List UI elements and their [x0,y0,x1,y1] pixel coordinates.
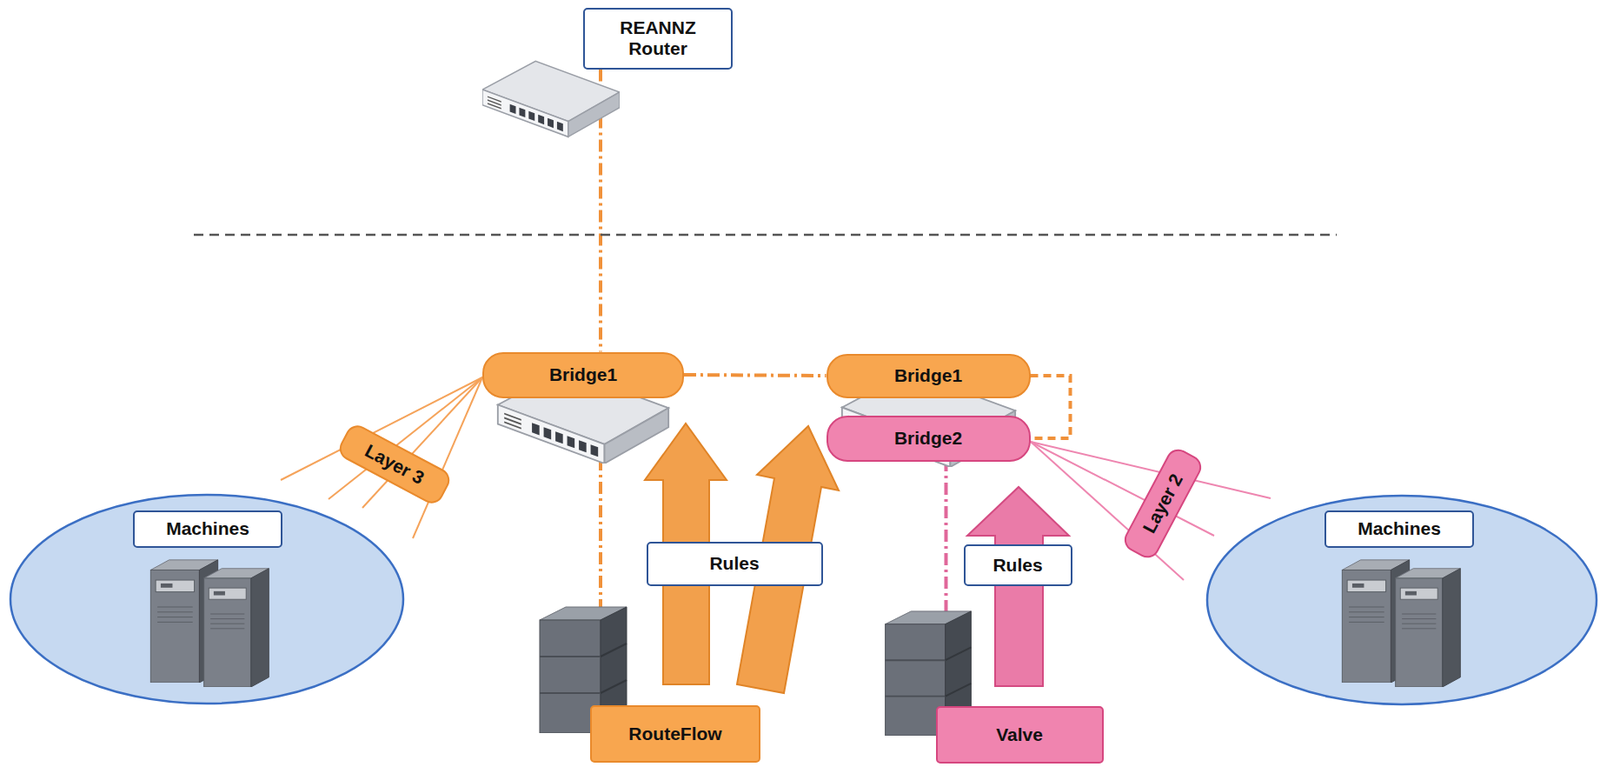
node-text: Bridge1 [894,365,963,386]
machine-group [1207,495,1597,704]
node-text: Valve [995,723,1043,745]
node-text: Machines [1357,517,1441,539]
group-label: Machines [132,510,283,548]
link-connector [1030,375,1071,439]
layer3-links [280,377,483,538]
node-text: RouteFlow [628,723,722,744]
bridge-pill: Bridge1 [482,351,684,399]
rules-label: Rules [963,544,1073,586]
link-connector [683,374,827,376]
layer-tag: Layer 2 [1120,444,1206,563]
device-label: REANNZ Router [583,7,733,70]
node-text: Bridge1 [549,364,618,386]
group-label: Machines [1324,510,1474,548]
machine-group [10,494,404,704]
node-text: Rules [709,552,759,574]
node-text: Machines [165,517,250,539]
router-icon [482,60,620,137]
controller-box: Valve [936,705,1104,764]
node-text: REANNZ Router [610,17,706,60]
node-text: Layer 2 [1138,470,1188,537]
server-icon [204,568,270,687]
link-line [412,377,483,538]
bridge-pill: Bridge1 [826,353,1031,399]
rules-arrow [967,486,1069,686]
rules-label: Rules [646,541,824,586]
layer-tag: Layer 3 [335,420,454,507]
bridge-pill: Bridge2 [826,415,1031,462]
server-icon [1395,568,1461,687]
controller-box: RouteFlow [590,704,761,763]
node-text: Rules [992,554,1043,576]
node-text: Bridge2 [894,427,963,449]
boundary-line [193,233,1337,237]
